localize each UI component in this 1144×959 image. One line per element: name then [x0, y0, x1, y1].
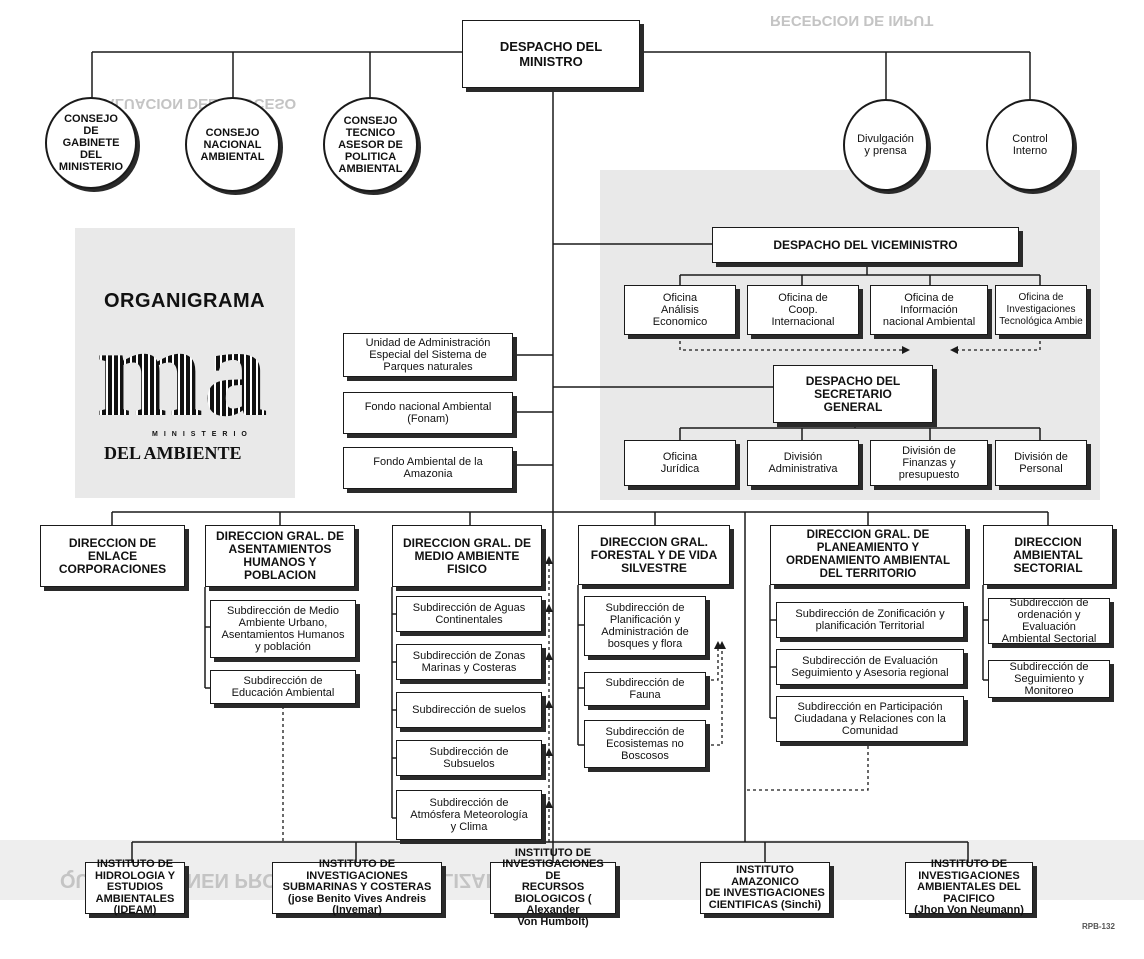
oficina-investigaciones-tecnologica[interactable]: Oficina de Investigaciones Tecnológica A…	[995, 285, 1087, 335]
bleed-through-text: RECEPCION DE INPUT	[770, 12, 934, 29]
oficina-juridica[interactable]: Oficina Jurídica	[624, 440, 736, 486]
subdireccion-suelos[interactable]: Subdirección de suelos	[396, 692, 542, 728]
subdireccion-aguas-continentales[interactable]: Subdirección de Aguas Continentales	[396, 596, 542, 632]
subdireccion-educacion-ambiental[interactable]: Subdirección de Educación Ambiental	[210, 670, 356, 704]
instituto-ideam[interactable]: INSTITUTO DE HIDROLOGIA Y ESTUDIOS AMBIE…	[85, 859, 185, 916]
subdireccion-evaluacion-seguimiento[interactable]: Subdirección de Evaluación Seguimiento y…	[776, 649, 964, 685]
subdireccion-seguimiento-monitoreo[interactable]: Subdirección de Seguimiento y Monitoreo	[988, 660, 1110, 698]
consejo-nacional-node[interactable]: CONSEJO NACIONAL AMBIENTAL	[185, 97, 280, 192]
subdireccion-ordenacion-evaluacion[interactable]: Subdirección de ordenación y Evaluación …	[988, 597, 1110, 645]
control-interno-node[interactable]: Control Interno	[986, 99, 1074, 191]
division-personal[interactable]: División de Personal	[995, 440, 1087, 486]
fondo-amazonia-box[interactable]: Fondo Ambiental de la Amazonia	[343, 447, 513, 489]
fonam-box[interactable]: Fondo nacional Ambiental (Fonam)	[343, 392, 513, 434]
subdireccion-subsuelos[interactable]: Subdirección de Subsuelos	[396, 740, 542, 776]
logo-subtitle: MINISTERIO	[152, 431, 253, 438]
subdireccion-atmosfera[interactable]: Subdirección de Atmósfera Meteorología y…	[396, 790, 542, 840]
subdireccion-medio-ambiente-urbano[interactable]: Subdirección de Medio Ambiente Urbano, A…	[210, 600, 356, 658]
oficina-analisis-economico[interactable]: Oficina Análisis Economico	[624, 285, 736, 335]
ministry-logo: ma	[96, 320, 268, 430]
subdireccion-ecosistemas[interactable]: Subdirección de Ecosistemas no Boscosos	[584, 720, 706, 768]
oficina-coop-internacional[interactable]: Oficina de Coop. Internacional	[747, 285, 859, 335]
direccion-ambiental-sectorial[interactable]: DIRECCION AMBIENTAL SECTORIAL	[983, 525, 1113, 585]
consejo-gabinete-node[interactable]: CONSEJO DE GABINETE DEL MINISTERIO	[45, 97, 137, 189]
reference-code: RPB-132	[1082, 922, 1115, 931]
subdireccion-zonas-marinas[interactable]: Subdirección de Zonas Marinas y Costeras	[396, 644, 542, 680]
subdireccion-fauna[interactable]: Subdirección de Fauna	[584, 672, 706, 706]
division-administrativa[interactable]: División Administrativa	[747, 440, 859, 486]
subdireccion-zonificacion[interactable]: Subdirección de Zonificación y planifica…	[776, 602, 964, 638]
direccion-planeamiento-ordenamiento[interactable]: DIRECCION GRAL. DE PLANEAMIENTO Y ORDENA…	[770, 525, 966, 585]
subdireccion-planificacion-bosques[interactable]: Subdirección de Planificación y Administ…	[584, 596, 706, 656]
subdireccion-participacion-ciudadana[interactable]: Subdirección en Participación Ciudadana …	[776, 696, 964, 742]
despacho-secretario-general[interactable]: DESPACHO DEL SECRETARIO GENERAL	[773, 365, 933, 423]
divulgacion-prensa-node[interactable]: Divulgación y prensa	[843, 99, 928, 191]
instituto-sinchi[interactable]: INSTITUTO AMAZONICO DE INVESTIGACIONES C…	[700, 862, 830, 914]
instituto-humboldt[interactable]: INSTITUTO DE INVESTIGACIONES DE RECURSOS…	[490, 847, 616, 928]
consejo-tecnico-node[interactable]: CONSEJO TECNICO ASESOR DE POLITICA AMBIE…	[323, 97, 418, 192]
direccion-medio-ambiente-fisico[interactable]: DIRECCION GRAL. DE MEDIO AMBIENTE FISICO	[392, 525, 542, 587]
oficina-informacion-ambiental[interactable]: Oficina de Información nacional Ambienta…	[870, 285, 988, 335]
division-finanzas[interactable]: División de Finanzas y presupuesto	[870, 440, 988, 486]
instituto-invemar[interactable]: INSTITUTO DE INVESTIGACIONES SUBMARINAS …	[272, 859, 442, 916]
direccion-asentamientos-humanos[interactable]: DIRECCION GRAL. DE ASENTAMIENTOS HUMANOS…	[205, 525, 355, 587]
direccion-forestal-vida-silvestre[interactable]: DIRECCION GRAL. FORESTAL Y DE VIDA SILVE…	[578, 525, 730, 585]
logo-mark: ma	[96, 320, 268, 430]
unidad-parques-box[interactable]: Unidad de Administración Especial del Si…	[343, 333, 513, 377]
despacho-viceministro[interactable]: DESPACHO DEL VICEMINISTRO	[712, 227, 1019, 263]
instituto-pacifico[interactable]: INSTITUTO DE INVESTIGACIONES AMBIENTALES…	[905, 859, 1033, 916]
bleed-through-area	[75, 228, 295, 498]
logo-name: DEL AMBIENTE	[104, 443, 242, 463]
direccion-enlace-corporaciones[interactable]: DIRECCION DE ENLACE CORPORACIONES	[40, 525, 185, 587]
despacho-ministro[interactable]: DESPACHO DEL MINISTRO	[462, 20, 640, 88]
org-chart-title: ORGANIGRAMA	[104, 290, 266, 312]
